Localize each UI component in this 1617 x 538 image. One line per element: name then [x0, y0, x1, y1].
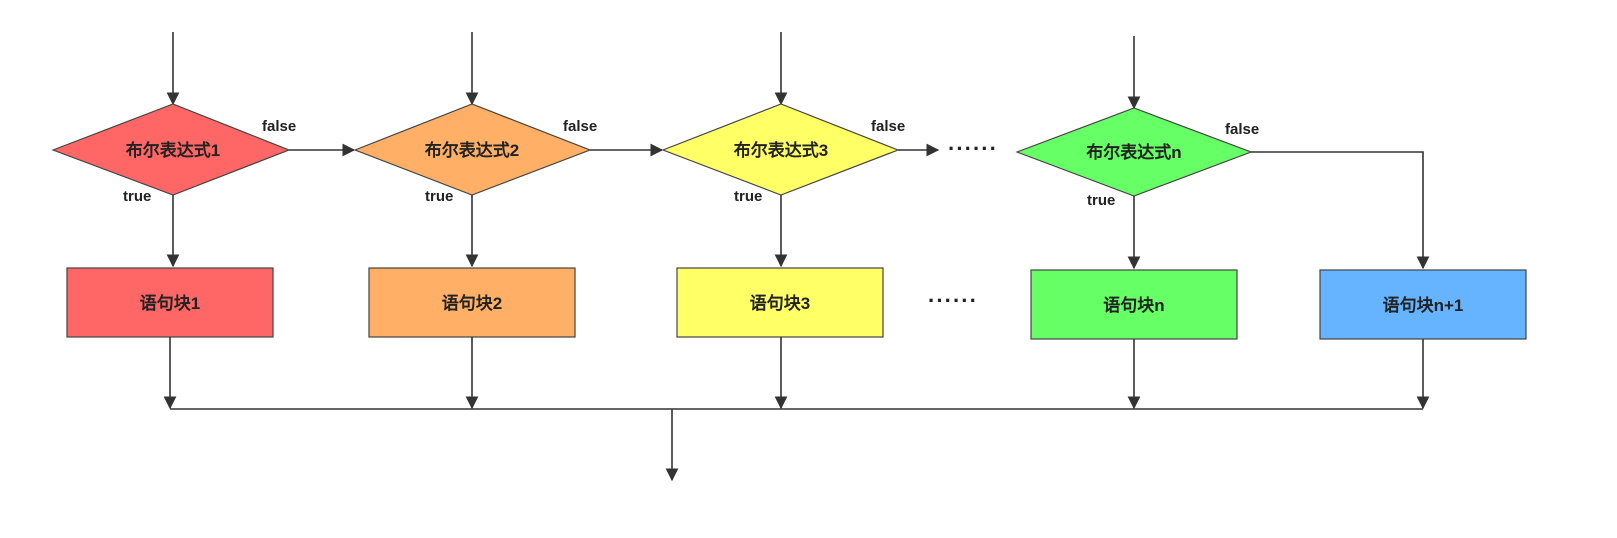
statement-block-1 — [66, 267, 274, 338]
false-arrow-n — [1251, 151, 1430, 270]
statement-label-2: 语句块2 — [442, 293, 502, 313]
true-label-n: true — [1087, 192, 1115, 209]
block-ellipsis: ······ — [928, 288, 978, 313]
false-label-2: false — [563, 118, 597, 135]
false-label-n: false — [1225, 121, 1259, 138]
decision-label-3: 布尔表达式3 — [734, 140, 828, 160]
statement-block-n-plus-1 — [1319, 269, 1527, 340]
decision-label-1: 布尔表达式1 — [126, 140, 220, 160]
statement-label-n-plus-1: 语句块n+1 — [1383, 295, 1464, 315]
statement-label-3: 语句块3 — [750, 293, 810, 313]
false-label-3: false — [871, 118, 905, 135]
statement-block-2 — [368, 267, 576, 338]
statement-block-3 — [676, 267, 884, 338]
true-label-2: true — [425, 188, 453, 205]
decision-ellipsis: ······ — [948, 136, 998, 161]
statement-label-1: 语句块1 — [140, 293, 200, 313]
statement-block-n — [1030, 269, 1238, 340]
decision-label-n: 布尔表达式n — [1086, 142, 1181, 162]
false-label-1: false — [262, 118, 296, 135]
decision-label-2: 布尔表达式2 — [425, 140, 519, 160]
statement-label-n: 语句块n — [1103, 295, 1164, 315]
true-label-3: true — [734, 188, 762, 205]
true-label-1: true — [123, 188, 151, 205]
